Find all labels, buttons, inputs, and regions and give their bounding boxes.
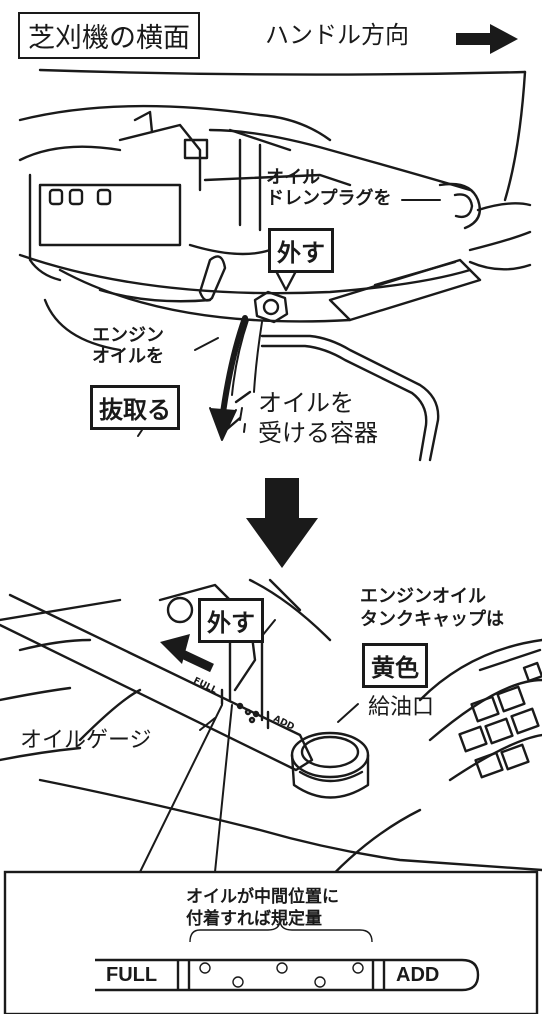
inset-note-line1: オイルが中間位置に	[186, 887, 339, 907]
engine-oil-label: エンジン オイルを	[92, 325, 164, 367]
engine-block	[418, 638, 542, 782]
down-arrow	[246, 478, 318, 568]
cap-label-line2: タンクキャップは	[360, 609, 504, 631]
page-title: 芝刈機の横面	[18, 12, 200, 59]
yellow-label: 黄色	[362, 643, 428, 688]
drain-plug-label-line1: オイル	[266, 167, 320, 188]
inset-full-label: FULL	[106, 964, 158, 986]
drain-plug-label-line2: ドレンプラグを	[266, 187, 392, 209]
remove-plug-label: 外す	[268, 228, 334, 273]
engine-oil-label-line2: オイルを	[92, 345, 164, 367]
cap-label-line1: エンジンオイル	[360, 586, 486, 607]
drain-plug-label: オイル ドレンプラグを	[266, 167, 392, 209]
dipstick-inset	[3, 870, 539, 1014]
mower-body-outline	[18, 68, 532, 352]
remove-cap-label: 外す	[198, 598, 264, 643]
filler-label: 給油口	[368, 695, 435, 720]
cap-label: エンジンオイル タンクキャップは	[360, 585, 504, 632]
oil-filler-neck	[290, 731, 370, 799]
direction-arrow	[456, 24, 518, 54]
container-label-line1: オイルを	[258, 389, 354, 417]
oil-dipstick	[0, 593, 314, 772]
extract-arrow	[219, 315, 248, 423]
engine-oil-label-line1: エンジン	[92, 325, 164, 346]
inset-note: オイルが中間位置に 付着すれば規定量	[186, 886, 339, 930]
gauge-label: オイルゲージ	[20, 728, 152, 753]
remove-arrow	[160, 634, 214, 673]
drain-plug	[253, 290, 289, 324]
container-label-line2: 受ける容器	[258, 419, 378, 447]
inset-note-line2: 付着すれば規定量	[186, 909, 322, 930]
container-label: オイルを 受ける容器	[258, 388, 378, 448]
direction-label: ハンドル方向	[265, 21, 409, 49]
extract-label: 抜取る	[90, 385, 180, 430]
inset-add-label: ADD	[396, 964, 440, 986]
